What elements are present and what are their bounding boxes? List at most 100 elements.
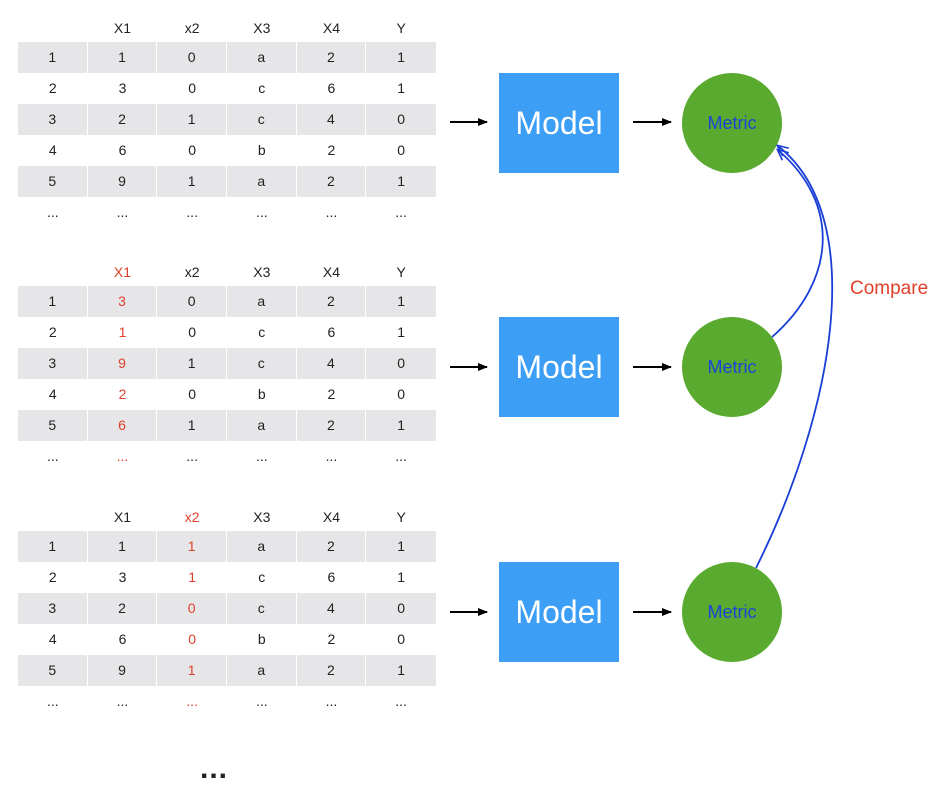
cell-x3: a xyxy=(227,286,297,317)
cell-x2: 0 xyxy=(157,593,227,624)
cell-x3: a xyxy=(227,410,297,441)
cell-x2: 0 xyxy=(188,142,197,158)
header-y: Y xyxy=(396,508,406,525)
metric-circle-3: Metric xyxy=(682,562,782,662)
cell-index: 4 xyxy=(48,142,57,158)
cell-y: 1 xyxy=(397,538,405,554)
model-box-3: Model xyxy=(499,562,619,662)
cell-index: 3 xyxy=(18,348,88,379)
cell-x2: 1 xyxy=(157,655,227,686)
cell-x4: 6 xyxy=(327,569,336,585)
cell-x4: 2 xyxy=(297,531,367,562)
cell-x3: c xyxy=(227,348,297,379)
cell-y: 0 xyxy=(397,631,405,647)
cell-x3: c xyxy=(227,593,297,624)
cell-x3: a xyxy=(227,655,297,686)
cell-x1: 2 xyxy=(88,104,158,135)
cell-x1: 6 xyxy=(88,410,158,441)
cell-x1: 3 xyxy=(88,286,158,317)
cell-x3: b xyxy=(257,631,266,647)
cell-x4: 2 xyxy=(297,166,367,197)
cell-y: 1 xyxy=(397,324,405,340)
cell-x3: a xyxy=(227,531,297,562)
compare-arrow-from-metric2 xyxy=(771,150,824,338)
cell-x3: a xyxy=(227,166,297,197)
cell-index: 2 xyxy=(48,324,57,340)
cell-x4: ... xyxy=(325,204,338,220)
cell-y: ... xyxy=(395,204,407,220)
header-x2: x2 xyxy=(184,19,200,36)
cell-x3: b xyxy=(257,386,266,402)
header-x3: X3 xyxy=(253,19,271,36)
cell-x4: 6 xyxy=(327,80,336,96)
cell-x1: 1 xyxy=(88,42,158,73)
cell-index: 5 xyxy=(18,166,88,197)
cell-index: 1 xyxy=(18,286,88,317)
header-x3: X3 xyxy=(253,263,271,280)
header-x4: X4 xyxy=(322,508,341,525)
cell-x2: 0 xyxy=(188,386,197,402)
header-x4: X4 xyxy=(322,263,341,280)
header-x2: x2 xyxy=(184,263,200,280)
cell-index: 4 xyxy=(48,386,57,402)
cell-x2: ... xyxy=(186,693,198,709)
cell-y: 1 xyxy=(397,173,405,189)
header-x1: X1 xyxy=(113,508,132,525)
header-y: Y xyxy=(396,263,406,280)
cell-x3: ... xyxy=(255,693,268,709)
cell-x2: 1 xyxy=(157,166,227,197)
cell-x4: 4 xyxy=(297,104,367,135)
cell-x4: 2 xyxy=(297,410,367,441)
cell-index: 3 xyxy=(18,104,88,135)
cell-x1: 9 xyxy=(88,655,158,686)
cell-index: ... xyxy=(46,204,59,220)
cell-y: 0 xyxy=(397,111,405,127)
model-box-1: Model xyxy=(499,73,619,173)
header-y: Y xyxy=(396,19,406,36)
cell-x4: 4 xyxy=(297,593,367,624)
cell-index: 5 xyxy=(18,655,88,686)
header-x3: X3 xyxy=(253,508,271,525)
cell-index: 4 xyxy=(48,631,57,647)
header-x4: X4 xyxy=(322,19,341,36)
cell-x2: 0 xyxy=(188,631,197,647)
cell-x4: 6 xyxy=(327,324,336,340)
cell-x2: 1 xyxy=(157,104,227,135)
cell-y: 1 xyxy=(397,49,405,65)
cell-x2: 1 xyxy=(157,410,227,441)
header-x1: X1 xyxy=(113,19,132,36)
cell-x4: 2 xyxy=(327,631,336,647)
cell-x4: 2 xyxy=(297,286,367,317)
cell-index: 1 xyxy=(18,531,88,562)
cell-x2: 0 xyxy=(188,80,197,96)
cell-x1: 6 xyxy=(118,142,127,158)
cell-y: 1 xyxy=(397,417,405,433)
cell-x3: ... xyxy=(255,204,268,220)
cell-y: ... xyxy=(395,448,407,464)
cell-y: 1 xyxy=(397,293,405,309)
cell-y: 0 xyxy=(397,386,405,402)
cell-x2: ... xyxy=(186,204,198,220)
cell-y: 0 xyxy=(397,355,405,371)
cell-index: 5 xyxy=(18,410,88,441)
cell-index: 2 xyxy=(48,80,57,96)
cell-index: 3 xyxy=(18,593,88,624)
cell-y: 0 xyxy=(397,142,405,158)
table-header: X1 x2 X3 X4 Y xyxy=(18,14,436,42)
cell-x1: 9 xyxy=(88,166,158,197)
cell-index: 1 xyxy=(18,42,88,73)
cell-index: ... xyxy=(46,693,59,709)
